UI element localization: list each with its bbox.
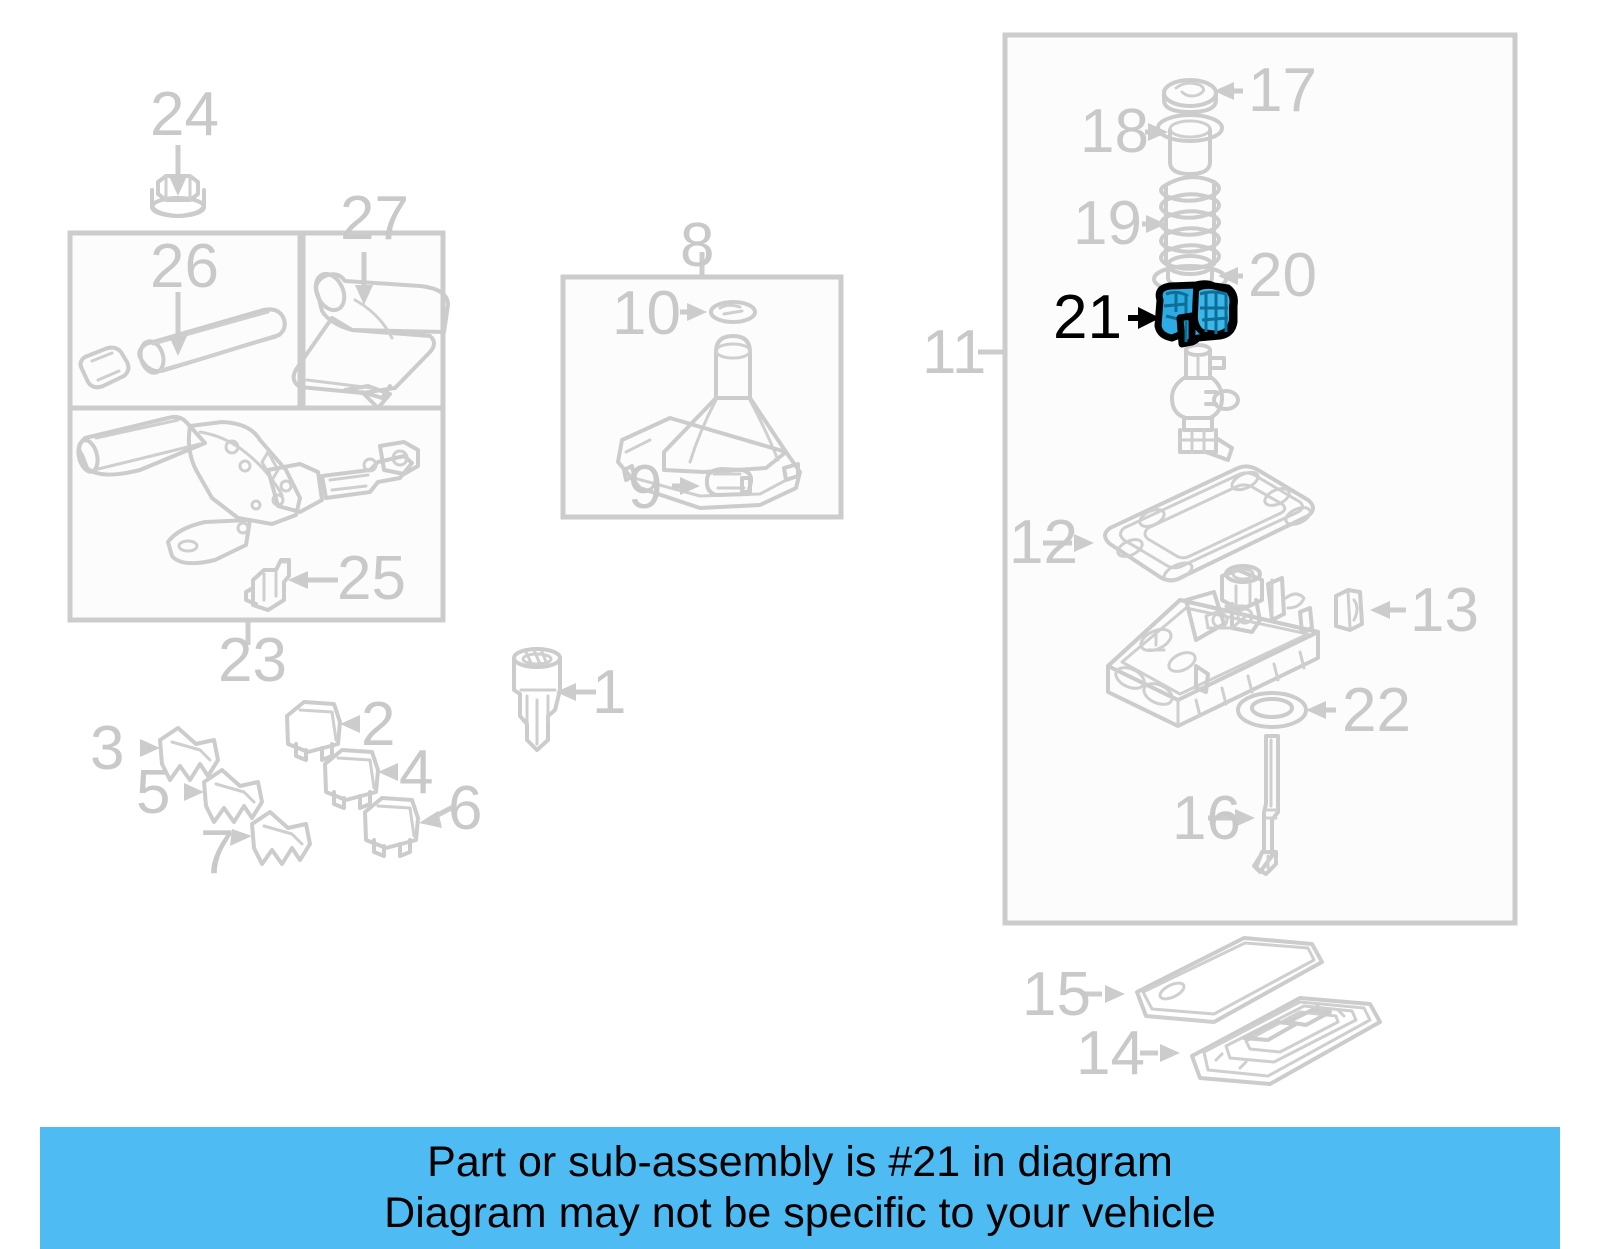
callout-13: 13 xyxy=(1410,576,1479,645)
arrow-5 xyxy=(184,783,204,801)
arrow-16 xyxy=(1235,809,1255,827)
arrow-27 xyxy=(355,285,373,305)
callout-26: 26 xyxy=(150,232,219,301)
part-27-lever-boot-cover xyxy=(291,271,450,410)
arrow-19 xyxy=(1146,215,1166,233)
part-10-shift-knob-cap xyxy=(709,300,757,324)
callout-15: 15 xyxy=(1022,960,1091,1029)
arrow-17 xyxy=(1214,82,1234,100)
notice-line-1: Part or sub-assembly is #21 in diagram xyxy=(427,1138,1173,1187)
callout-9: 9 xyxy=(628,453,663,522)
arrow-15 xyxy=(1105,985,1125,1003)
callout-12: 12 xyxy=(1009,508,1078,577)
arrow-26 xyxy=(169,336,187,356)
notice-banner: Part or sub-assembly is #21 in diagram D… xyxy=(40,1127,1560,1249)
arrow-20 xyxy=(1218,267,1238,285)
part-26-handle-grip xyxy=(78,307,287,390)
arrow-24 xyxy=(169,176,187,196)
arrow-13 xyxy=(1370,601,1390,619)
part-15-cover-plate xyxy=(1135,936,1324,1024)
callout-24: 24 xyxy=(150,80,219,149)
part-7-switch-bracket xyxy=(250,810,312,866)
part-19-coil-spring xyxy=(1159,175,1221,271)
part-14-trim-panel xyxy=(1190,996,1382,1086)
part-17-snap-ring xyxy=(1162,78,1218,114)
callout-17: 17 xyxy=(1248,56,1317,125)
part-2-switch-cap xyxy=(285,700,342,762)
callout-23: 23 xyxy=(218,626,287,695)
arrow-21 xyxy=(1138,307,1160,329)
callout-22: 22 xyxy=(1342,676,1411,745)
part-9-boot-clip xyxy=(704,467,754,497)
arrow-1 xyxy=(556,683,576,701)
callout-19: 19 xyxy=(1073,189,1142,258)
arrow-22 xyxy=(1306,701,1326,719)
callout-4: 4 xyxy=(399,738,434,807)
part-13-bushing xyxy=(1334,588,1364,632)
callout-25: 25 xyxy=(337,544,406,613)
notice-line-2: Diagram may not be specific to your vehi… xyxy=(384,1189,1216,1237)
callout-10: 10 xyxy=(612,279,681,348)
box-23 xyxy=(67,405,446,623)
arrow-25 xyxy=(288,571,308,589)
arrow-18 xyxy=(1148,123,1168,141)
shifter-base-housing xyxy=(1106,564,1320,728)
part-16-shift-rod xyxy=(1252,734,1280,876)
callout-8: 8 xyxy=(680,211,715,280)
callout-1: 1 xyxy=(592,658,627,727)
callout-11: 11 xyxy=(922,318,987,387)
callout-18: 18 xyxy=(1080,97,1149,166)
callout-21: 21 xyxy=(1053,283,1122,352)
arrow-12 xyxy=(1074,534,1094,552)
part-21-shift-lever-bracket xyxy=(1154,280,1238,348)
arrow-3 xyxy=(140,739,160,757)
arrow-10 xyxy=(687,303,707,321)
box-26 xyxy=(67,230,303,411)
part-3-switch-bracket xyxy=(158,726,220,782)
callout-7: 7 xyxy=(200,818,235,887)
callout-27: 27 xyxy=(340,184,409,253)
shift-lever-stem xyxy=(1170,343,1240,462)
callout-2: 2 xyxy=(361,690,396,759)
arrow-6 xyxy=(419,811,442,828)
part-5-switch-bracket xyxy=(202,768,264,824)
arrow-2 xyxy=(340,715,360,733)
arrow-9 xyxy=(680,477,700,495)
part-6-switch-cap xyxy=(363,796,420,858)
callout-16: 16 xyxy=(1172,784,1241,853)
arrow-4 xyxy=(378,763,398,781)
callout-3: 3 xyxy=(90,714,125,783)
callout-14: 14 xyxy=(1076,1019,1145,1088)
part-23-parking-brake-lever xyxy=(76,414,420,566)
arrow-14 xyxy=(1160,1044,1180,1062)
arrow-7 xyxy=(230,829,252,846)
part-12-gasket xyxy=(1103,464,1315,583)
part-4-switch-cap xyxy=(323,748,380,810)
callout-5: 5 xyxy=(136,758,171,827)
part-25-parking-brake-switch xyxy=(244,558,291,612)
callout-6: 6 xyxy=(448,774,483,843)
part-1-lighter-element xyxy=(512,647,562,752)
part-8-shift-boot-assembly xyxy=(616,334,802,510)
callout-20: 20 xyxy=(1248,241,1317,310)
box-27-upper xyxy=(300,230,446,411)
